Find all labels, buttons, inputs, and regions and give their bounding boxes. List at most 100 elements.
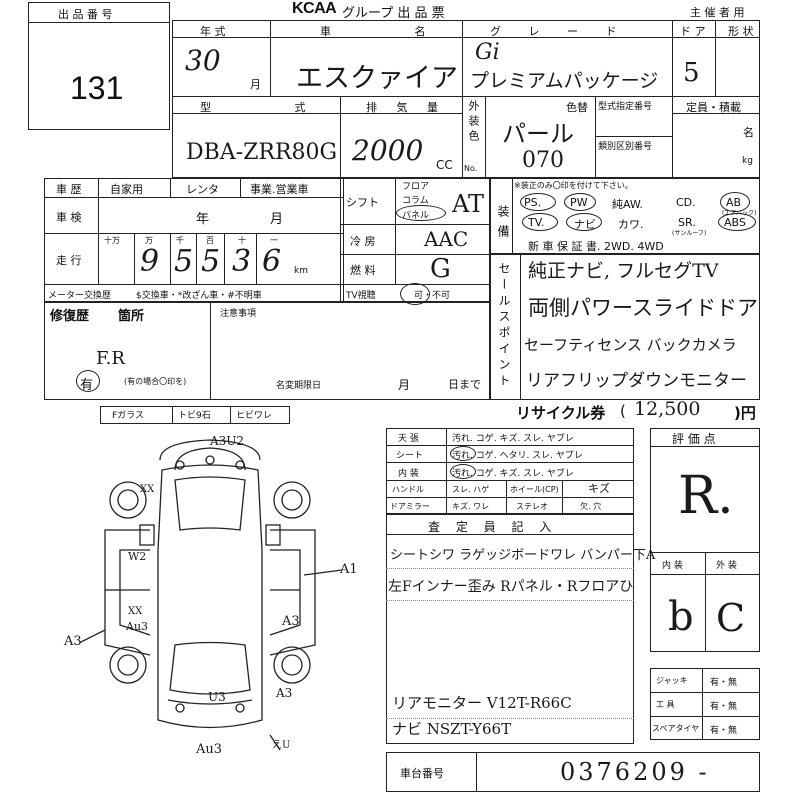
wheel-value: キズ (588, 482, 610, 495)
inspector-line-2: 左Fインナー歪み Rパネル・Rフロアひ (388, 579, 634, 595)
repair-has-label: 有 (80, 378, 94, 393)
inspection-month-unit: 月 (270, 212, 284, 227)
year-value: 30 (185, 44, 221, 77)
tool-tools-label: 工 具 (656, 700, 675, 709)
shape-label: 形 状 (728, 25, 754, 38)
stereo-label: ステレオ (516, 502, 548, 511)
sr-note: (サンルーフ) (672, 230, 707, 237)
repair-location-label: 箇所 (118, 309, 145, 324)
organizer-use-label: 主 催 者 用 (690, 6, 745, 19)
equip-cd: CD. (676, 196, 696, 209)
digit-header-100: 百 (206, 236, 214, 245)
equip-sunroof: SR. (678, 216, 696, 229)
meter-change-legend: $交換車・*改ざん車・#不明車 (136, 291, 262, 301)
glass-chip: トビ9石 (178, 411, 211, 421)
mark-a3-rear: A3 (276, 686, 293, 700)
condition-table (386, 428, 634, 514)
vehicle-info-table (172, 20, 760, 178)
car-name-label: 車 名 (320, 25, 466, 38)
inspection-year-unit: 年 (196, 212, 210, 227)
doors-value: 5 (683, 58, 700, 88)
doors-label: ド ア (680, 25, 706, 38)
repair-note: (有の場合〇印を) (124, 377, 187, 386)
recycle-unit: )円 (734, 404, 756, 422)
color-change-label: 色替 (566, 101, 588, 114)
mark-w2: W2 (128, 550, 147, 563)
history-option-private: 自家用 (110, 183, 143, 196)
shift-option-floor: フロア (402, 182, 430, 192)
digit-header-100k: 十万 (104, 236, 120, 245)
equip-alloy: 純AW. (612, 198, 644, 211)
glass-crack: ヒビワレ (236, 411, 273, 421)
tool-tools-value: 有・無 (710, 702, 738, 712)
repair-has-circle (76, 370, 100, 392)
stereo-value: 欠. 穴 (580, 502, 602, 511)
tools-table (650, 668, 760, 740)
mark-a1: A1 (340, 562, 358, 577)
tool-jack-label: ジャッキ (656, 676, 688, 685)
equipment-label: 装備 (496, 205, 510, 245)
history-option-business: 事業.営業車 (250, 183, 309, 196)
notes-label: 注意事項 (220, 309, 257, 319)
ps-circle (520, 193, 556, 211)
recycle-open-paren: ( (620, 402, 626, 420)
cond-text-seat: 汚れ. コゲ. ヘタリ. スレ. ヤブレ (452, 451, 583, 461)
interior-score-value: b (668, 594, 694, 640)
mark-u3: U3 (208, 690, 226, 704)
mark-a3u2: A3U2 (210, 434, 245, 448)
grade-value-2: プレミアムパッケージ (470, 70, 659, 92)
cond-label-interior: 内 装 (398, 469, 419, 479)
ab-circle (720, 192, 750, 212)
sales-point-2: 両側パワースライドドア (528, 296, 758, 320)
kg-unit: kg (742, 156, 753, 166)
year-month-unit: 月 (250, 78, 261, 91)
aircon-value: AAC (424, 227, 469, 251)
exterior-score-label: 外 装 (716, 561, 737, 571)
cond-label-steering: ハンドル (392, 485, 424, 494)
km-unit: km (294, 266, 308, 276)
abs-circle (718, 213, 756, 231)
sales-point-4: リアフリップダウンモニター (526, 371, 747, 391)
car-name-value: エスクァイア (296, 63, 458, 94)
chassis-number-box (386, 752, 760, 792)
shift-label: シフト (346, 196, 379, 209)
brand-logo: KCAA (292, 0, 337, 17)
cond-label-ceiling: 天 張 (398, 434, 419, 444)
history-option-rental: レンタ (186, 183, 219, 196)
deadline-month-unit: 月 (398, 378, 411, 392)
equip-leather: カワ. (618, 218, 644, 231)
sheet-title: グループ 出 品 票 (342, 6, 445, 21)
score-label: 評 価 点 (672, 432, 716, 446)
grade-label: グ レ ー ド (490, 25, 629, 38)
model-label: 型 式 (200, 101, 346, 114)
model-value: DBA-ZRR80G (186, 140, 338, 165)
tv-circle (522, 213, 558, 231)
cond-label-seat: シート (396, 451, 424, 461)
mileage-digit-10k: 9 (140, 244, 160, 279)
cond-text-steering: スレ. ハゲ (452, 485, 490, 494)
exterior-color-label: 外装色 (467, 100, 480, 145)
inspector-bottom-1: リアモニター V12T-R66C (392, 694, 572, 712)
recycle-label: リサイクル券 (516, 404, 606, 422)
mark-au3-rear: Au3 (196, 742, 223, 757)
mileage-digit-100: 5 (201, 244, 221, 279)
sales-points-box (490, 254, 760, 400)
mark-au3-left: Au3 (126, 620, 149, 633)
deadline-label: 名変期限日 (276, 381, 322, 391)
persons-unit: 名 (743, 126, 754, 139)
car-diagram (80, 439, 343, 751)
fuel-label: 燃 料 (350, 264, 376, 277)
digit-header-10k: 万 (145, 236, 153, 245)
tool-spare-value: 有・無 (710, 726, 738, 736)
glass-check-row (100, 406, 290, 424)
grade-value-1: Gi (475, 40, 500, 65)
repair-history-label: 修復歴 (50, 309, 90, 324)
mark-eu: えU (272, 740, 291, 751)
tool-jack-value: 有・無 (710, 678, 738, 688)
interior-dirt-circle (450, 464, 476, 479)
cond-text-ceiling: 汚れ. コゲ. キズ. スレ. ヤブレ (452, 434, 574, 444)
meter-change-label: メーター交換歴 (48, 291, 112, 301)
deadline-day-unit: 日まで (448, 378, 481, 391)
sales-points-label: セールスポイント (497, 262, 511, 390)
sales-point-1: 純正ナビ, フルセグTV (528, 260, 719, 282)
